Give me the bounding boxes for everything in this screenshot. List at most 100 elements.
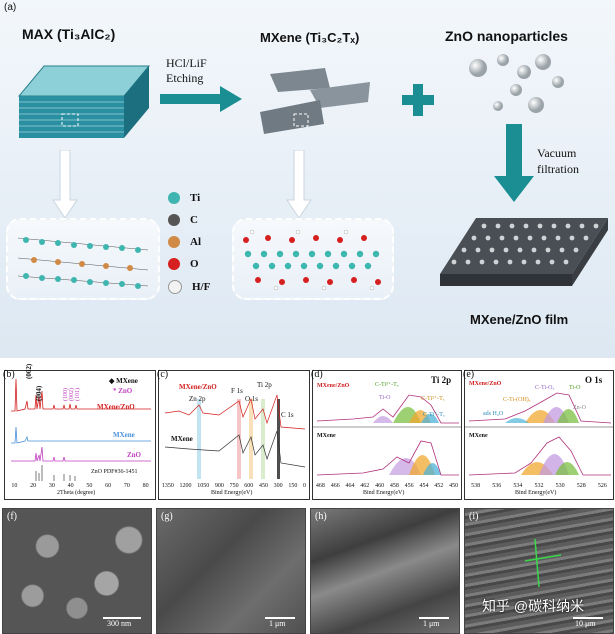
xtick: 10 (11, 483, 18, 489)
etch-arrow (160, 86, 242, 112)
survey-mx-line (164, 430, 306, 468)
down-arrow-mxene (286, 150, 312, 219)
etch-label-2: Etching (166, 71, 204, 85)
xtick: 450 (258, 483, 268, 489)
panel-tag-c: (c) (157, 369, 169, 380)
scalebar-g (265, 617, 295, 619)
legend-al-label: Al (190, 236, 201, 248)
xtick: 528 (576, 483, 586, 489)
xtick: 900 (214, 483, 224, 489)
o1s-bottom-label: MXene (469, 433, 488, 439)
xtick: 464 (345, 483, 355, 489)
xtick: 456 (404, 483, 414, 489)
max-structure-box (6, 218, 160, 300)
ti2p-xlabel: Bind Energy(eV) (363, 490, 405, 496)
o1s-top-label: MXene/ZnO (469, 381, 502, 387)
scalebar-f (103, 617, 141, 619)
atom-legend: Ti C Al O H/F (168, 192, 228, 302)
scale-label-g: 1 μm (269, 619, 286, 628)
xrd-chart: (b) (002) (004) (100) (002) (101) ◆ MXen… (3, 364, 156, 500)
ti2p-plot (313, 394, 461, 476)
scalebar-i (573, 617, 603, 619)
legend-mxene: ◆ MXene (109, 377, 138, 385)
series-zno-label: ZnO (127, 451, 142, 459)
xtick: 150 (288, 483, 298, 489)
xtick: 532 (534, 483, 544, 489)
xrd-mxzn-line (11, 378, 151, 412)
ads-h2o-label: ads H₂O (483, 411, 504, 417)
legend-o-label: O (190, 258, 199, 270)
ti2p-xticks: 468 466 464 462 460 458 456 454 452 450 (313, 483, 461, 489)
xtick: 0 (303, 483, 307, 489)
xtick: 60 (105, 483, 112, 489)
zn-peak-label: Zn 2p (189, 395, 206, 403)
survey-mz-title: MXene/ZnO (179, 383, 217, 391)
o1s-title: O 1s (585, 375, 603, 385)
o1s-xlabel: Bind Energy(eV) (515, 490, 557, 496)
xtick: 50 (86, 483, 93, 489)
legend-o: O (168, 258, 199, 270)
legend-hf: H/F (168, 280, 210, 294)
panel-tag-a: (a) (4, 2, 17, 13)
xtick: 30 (48, 483, 55, 489)
watermark: 知乎 @碳科纳米 (482, 598, 585, 614)
ref-card: ZnO PDF#36-1451 (91, 469, 138, 475)
sem-tag-h: (h) (315, 511, 327, 522)
xtick: 600 (244, 483, 254, 489)
max-atomic-structure (17, 237, 149, 289)
xps-survey-plot (164, 394, 306, 479)
series-mxzn-label: MXene/ZnO (97, 403, 135, 411)
legend-ti-label: Ti (190, 192, 201, 204)
xtick: 20 (30, 483, 37, 489)
legend-zno: * ZnO (113, 387, 133, 395)
ti-o-label: Ti-O (569, 385, 581, 391)
survey-mx-title: MXene (171, 435, 193, 443)
mxene-atomic-structure (243, 229, 381, 291)
xrd-xticks: 10 20 30 40 50 60 70 80 (5, 483, 155, 491)
scale-label-f: 300 nm (107, 619, 132, 628)
sem-tag-g: (g) (161, 511, 173, 522)
xtick: 450 (449, 483, 459, 489)
scale-label-i: 10 μm (575, 619, 596, 628)
film-illustration (440, 218, 608, 286)
scale-label-h: 1 μm (423, 619, 440, 628)
legend-c-label: C (190, 214, 198, 226)
c-ti3-label: C-Ti³⁺-Tₓ (375, 382, 399, 388)
hf-swatch (168, 280, 182, 294)
sem-image-i: (i) 10 μm (464, 508, 614, 634)
zn-band (197, 399, 201, 479)
mxene-structure-box (232, 218, 394, 300)
ti2p-bottom-label: MXene (317, 433, 336, 439)
vacuum-label-2: filtration (537, 162, 579, 176)
ti2p-top-label: MXene/ZnO (317, 383, 350, 389)
f-peak-label: F 1s (231, 387, 243, 395)
plus-icon (402, 84, 434, 116)
xtick: 40 (67, 483, 74, 489)
sem-tag-f: (f) (7, 511, 17, 522)
down-arrow-max (52, 150, 78, 219)
zno-title: ZnO nanoparticles (445, 28, 568, 44)
tio2-label: Ti-O (379, 395, 391, 401)
xtick: 538 (471, 483, 481, 489)
xtick: 750 (229, 483, 239, 489)
peak-002: (002) (25, 363, 33, 379)
c-peak-label: C 1s (281, 411, 294, 419)
xrd-plot (11, 378, 151, 481)
legend-al: Al (168, 236, 201, 248)
ti2p-title: Ti 2p (431, 375, 452, 385)
legend-hf-label: H/F (192, 281, 211, 293)
peak-004: (004) (35, 385, 43, 401)
xtick: 458 (389, 483, 399, 489)
al-swatch (168, 236, 180, 248)
ti2p-chart: (d) Ti 2p MXene/ZnO MXene C-Ti³⁺-Tₓ C-Ti… (311, 369, 462, 500)
legend-c: C (168, 214, 198, 226)
o1s-chart: (e) O 1s MXene/ZnO MXene C-Ti-Oₓ C-Ti-(O… (463, 369, 614, 500)
schematic-panel: (a) MAX (Ti₃AlC₂) MXene (Ti₃C₂Tₓ) ZnO na… (0, 0, 615, 358)
f-band (237, 399, 241, 479)
mxene-title: MXene (Ti₃C₂Tₓ) (260, 30, 360, 45)
xrd-ref-lines (35, 465, 76, 481)
xtick: 536 (492, 483, 502, 489)
zno-spheres (469, 54, 564, 113)
c-ti-ox-label: C-Ti-Oₓ (535, 385, 555, 391)
xtick: 468 (315, 483, 325, 489)
